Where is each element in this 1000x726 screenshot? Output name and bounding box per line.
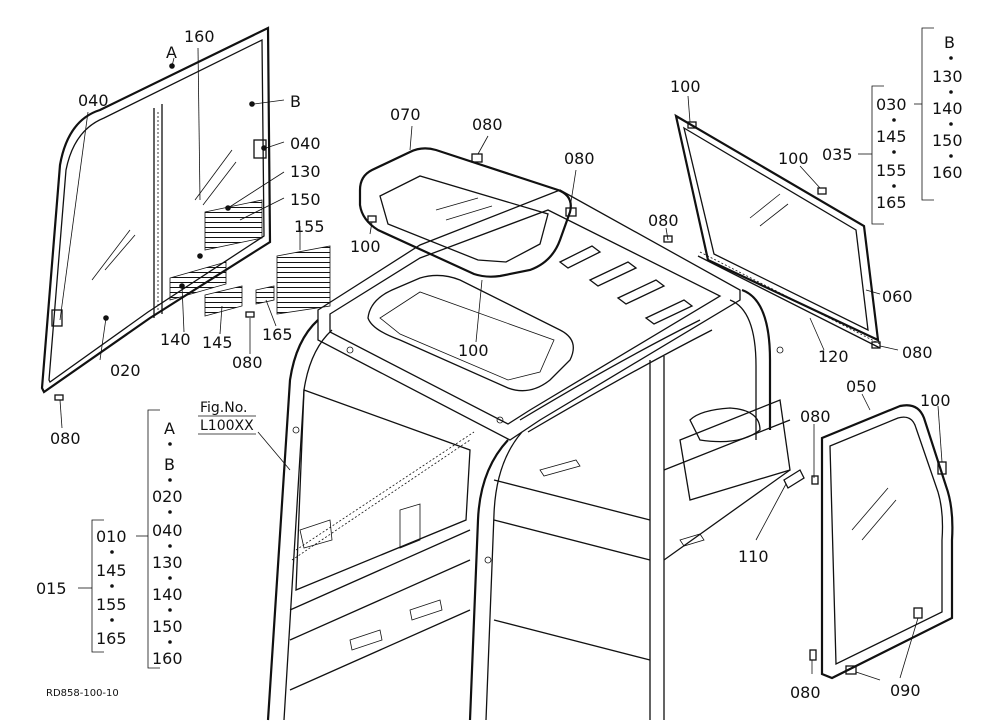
label-100-door: 100 bbox=[920, 391, 951, 410]
label-080-bottom: 080 bbox=[790, 683, 821, 702]
right-inner-1: 145 bbox=[876, 127, 907, 146]
label-b-top: B bbox=[290, 92, 301, 111]
right-inner-0: 030 bbox=[876, 95, 907, 114]
figure-number: Fig.No. L100XX bbox=[198, 400, 256, 435]
left-callout-group: 015 010 145 155 165 A B 020 040 130 140 … bbox=[36, 419, 183, 668]
right-main-0: B bbox=[944, 33, 955, 52]
left-inner-0: 010 bbox=[96, 527, 127, 546]
left-main-3: 040 bbox=[152, 521, 183, 540]
left-group-outer: 015 bbox=[36, 579, 67, 598]
left-inner-2: 155 bbox=[96, 595, 127, 614]
label-a-top: A bbox=[166, 43, 177, 62]
left-main-4: 130 bbox=[152, 553, 183, 572]
left-callout-brackets bbox=[78, 409, 172, 669]
right-main-3: 150 bbox=[932, 131, 963, 150]
label-040-left: 040 bbox=[78, 91, 109, 110]
label-120: 120 bbox=[818, 347, 849, 366]
right-main-1: 130 bbox=[932, 67, 963, 86]
leader-lines bbox=[59, 47, 943, 681]
cab-frame bbox=[257, 189, 805, 721]
label-140: 140 bbox=[160, 330, 191, 349]
label-110: 110 bbox=[738, 547, 769, 566]
label-080-top: 080 bbox=[472, 115, 503, 134]
label-100-rear-mid: 100 bbox=[778, 149, 809, 168]
door-window bbox=[809, 404, 954, 680]
left-main-7: 160 bbox=[152, 649, 183, 668]
left-main-0: A bbox=[164, 419, 175, 438]
label-100-rear-top: 100 bbox=[670, 77, 701, 96]
right-callout-brackets bbox=[858, 27, 953, 225]
label-100-center: 100 bbox=[458, 341, 489, 360]
label-080-roof: 080 bbox=[564, 149, 595, 168]
right-group-outer: 035 bbox=[822, 145, 853, 164]
fig-no-value: L100XX bbox=[200, 418, 254, 434]
label-150: 150 bbox=[290, 190, 321, 209]
label-080-door: 080 bbox=[800, 407, 831, 426]
right-inner-3: 165 bbox=[876, 193, 907, 212]
drawing-code: RD858-100-10 bbox=[46, 688, 119, 699]
left-main-5: 140 bbox=[152, 585, 183, 604]
left-main-2: 020 bbox=[152, 487, 183, 506]
label-090: 090 bbox=[890, 681, 921, 700]
fig-no-label: Fig.No. bbox=[200, 400, 248, 416]
label-050: 050 bbox=[846, 377, 877, 396]
label-040-right: 040 bbox=[290, 134, 321, 153]
left-inner-3: 165 bbox=[96, 629, 127, 648]
label-080-left: 080 bbox=[50, 429, 81, 448]
label-070: 070 bbox=[390, 105, 421, 124]
roof-window bbox=[358, 147, 577, 278]
label-160-top: 160 bbox=[184, 27, 215, 46]
label-080-rear: 080 bbox=[648, 211, 679, 230]
rear-window bbox=[663, 113, 881, 349]
label-145: 145 bbox=[202, 333, 233, 352]
label-100-roof: 100 bbox=[350, 237, 381, 256]
right-callout-group: 035 030 145 155 165 B 130 140 150 160 bbox=[822, 33, 963, 212]
label-155: 155 bbox=[294, 217, 325, 236]
right-main-2: 140 bbox=[932, 99, 963, 118]
left-main-6: 150 bbox=[152, 617, 183, 636]
label-080-rear-bottom: 080 bbox=[902, 343, 933, 362]
label-020: 020 bbox=[110, 361, 141, 380]
right-inner-2: 155 bbox=[876, 161, 907, 180]
label-130: 130 bbox=[290, 162, 321, 181]
left-inner-1: 145 bbox=[96, 561, 127, 580]
right-main-4: 160 bbox=[932, 163, 963, 182]
label-060: 060 bbox=[882, 287, 913, 306]
label-080-a: 080 bbox=[232, 353, 263, 372]
left-main-1: B bbox=[164, 455, 175, 474]
left-side-window bbox=[40, 26, 331, 401]
label-165: 165 bbox=[262, 325, 293, 344]
part-labels: 040 160 A B 040 130 150 155 020 140 145 … bbox=[50, 27, 951, 702]
